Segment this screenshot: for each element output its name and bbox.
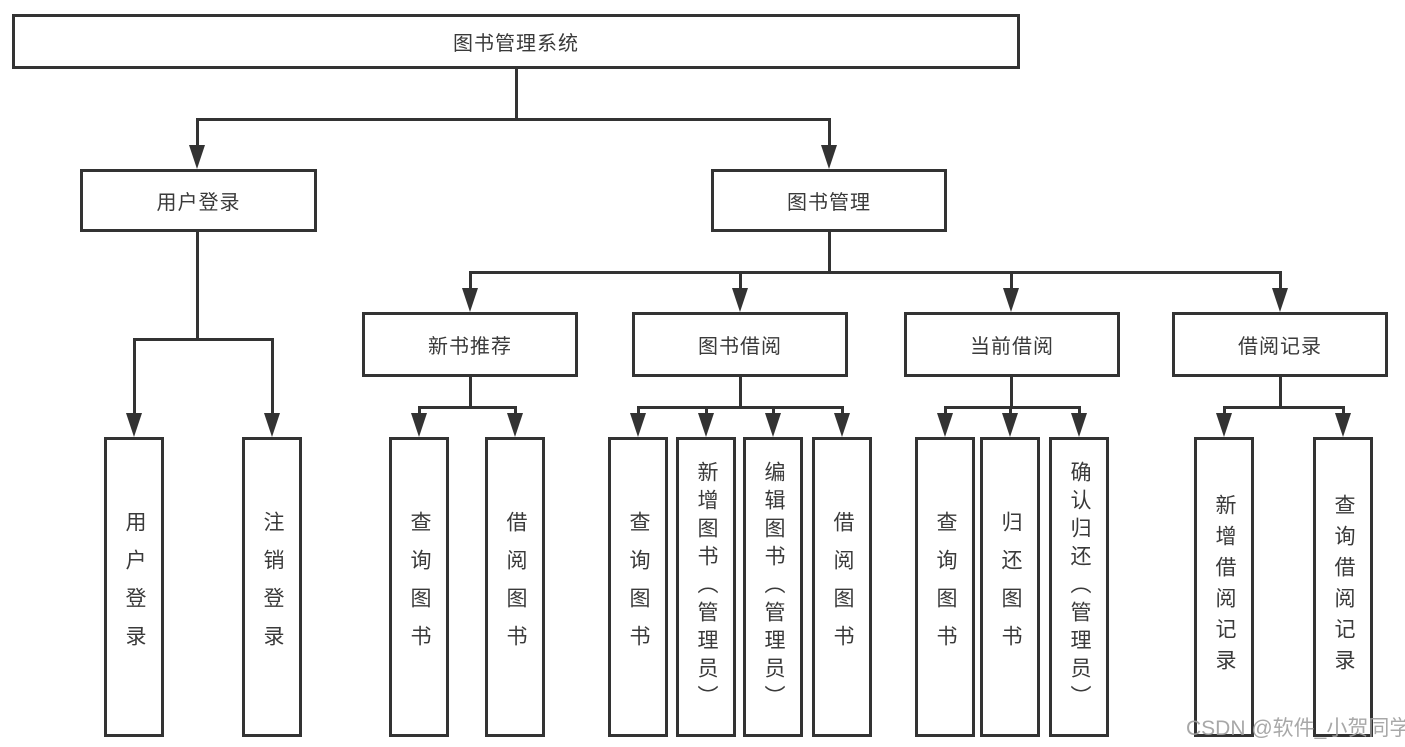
- connector-line: [1279, 271, 1282, 290]
- arrow-down-icon: [698, 413, 714, 437]
- leaf-confirm-return-admin: 确认归还（管理员）: [1049, 437, 1109, 737]
- csdn-watermark: CSDN @软件_小贺同学: [1186, 717, 1405, 740]
- connector-line: [196, 118, 199, 148]
- leaf-logout: 注销登录: [242, 437, 302, 737]
- node-label: 借阅记录: [1238, 336, 1322, 358]
- leaf-label: 归还图书: [999, 511, 1022, 663]
- node-book-management-group: 图书管理: [711, 169, 947, 232]
- connector-line: [469, 377, 472, 406]
- leaf-label: 用户登录: [123, 511, 146, 663]
- connector-line: [1078, 406, 1081, 415]
- arrow-down-icon: [1002, 413, 1018, 437]
- leaf-label: 新增借阅记录: [1213, 494, 1236, 680]
- connector-line: [133, 338, 274, 341]
- arrow-down-icon: [264, 413, 280, 437]
- arrow-down-icon: [1071, 413, 1087, 437]
- node-new-book-recommendation: 新书推荐: [362, 312, 578, 377]
- arrow-down-icon: [834, 413, 850, 437]
- node-book-borrowing: 图书借阅: [632, 312, 848, 377]
- arrow-down-icon: [630, 413, 646, 437]
- leaf-label: 借阅图书: [831, 511, 854, 663]
- node-label: 新书推荐: [428, 336, 512, 358]
- node-library-management-system: 图书管理系统: [12, 14, 1020, 69]
- leaf-query-books-current: 查询图书: [915, 437, 975, 737]
- node-current-borrowing: 当前借阅: [904, 312, 1120, 377]
- leaf-query-borrow-record: 查询借阅记录: [1313, 437, 1373, 737]
- connector-line: [469, 271, 1282, 274]
- leaf-label: 查询借阅记录: [1332, 494, 1355, 680]
- connector-line: [1342, 406, 1345, 415]
- leaf-query-books-recommend: 查询图书: [389, 437, 449, 737]
- connector-line: [828, 118, 831, 148]
- connector-line: [705, 406, 708, 415]
- leaf-add-borrow-record: 新增借阅记录: [1194, 437, 1254, 737]
- node-label: 图书借阅: [698, 336, 782, 358]
- arrow-down-icon: [189, 145, 205, 169]
- leaf-label: 借阅图书: [504, 511, 527, 663]
- connector-line: [739, 271, 742, 290]
- connector-line: [196, 232, 199, 338]
- connector-line: [637, 406, 843, 409]
- node-label: 当前借阅: [970, 336, 1054, 358]
- leaf-label: 注销登录: [261, 511, 284, 663]
- node-user-login-group: 用户登录: [80, 169, 317, 232]
- leaf-label: 新增图书（管理员）: [695, 461, 718, 713]
- connector-line: [469, 271, 472, 290]
- connector-line: [828, 232, 831, 274]
- leaf-edit-books-admin: 编辑图书（管理员）: [743, 437, 803, 737]
- connector-line: [133, 338, 136, 415]
- arrow-down-icon: [411, 413, 427, 437]
- arrow-down-icon: [765, 413, 781, 437]
- arrow-down-icon: [1216, 413, 1232, 437]
- leaf-label: 确认归还（管理员）: [1068, 461, 1091, 713]
- connector-line: [944, 406, 947, 415]
- leaf-label: 编辑图书（管理员）: [762, 461, 785, 713]
- arrow-down-icon: [1272, 288, 1288, 312]
- arrow-down-icon: [507, 413, 523, 437]
- leaf-add-books-admin: 新增图书（管理员）: [676, 437, 736, 737]
- node-label: 图书管理: [787, 192, 871, 214]
- connector-line: [637, 406, 640, 415]
- arrow-down-icon: [937, 413, 953, 437]
- connector-line: [1279, 377, 1282, 406]
- arrow-down-icon: [126, 413, 142, 437]
- connector-line: [271, 338, 274, 415]
- arrow-down-icon: [821, 145, 837, 169]
- arrow-down-icon: [1335, 413, 1351, 437]
- connector-line: [196, 118, 831, 121]
- arrow-down-icon: [732, 288, 748, 312]
- connector-line: [772, 406, 775, 415]
- connector-line: [418, 406, 421, 415]
- arrow-down-icon: [1003, 288, 1019, 312]
- leaf-user-login: 用户登录: [104, 437, 164, 737]
- connector-line: [739, 377, 742, 406]
- connector-line: [1223, 406, 1226, 415]
- leaf-label: 查询图书: [627, 511, 650, 663]
- connector-line: [1010, 377, 1013, 406]
- node-borrowing-records: 借阅记录: [1172, 312, 1388, 377]
- leaf-borrow-books: 借阅图书: [812, 437, 872, 737]
- connector-line: [514, 406, 517, 415]
- leaf-label: 查询图书: [408, 511, 431, 663]
- leaf-return-books: 归还图书: [980, 437, 1040, 737]
- connector-line: [1223, 406, 1344, 409]
- connector-line: [515, 69, 518, 118]
- connector-line: [418, 406, 517, 409]
- arrow-down-icon: [462, 288, 478, 312]
- connector-line: [944, 406, 1080, 409]
- leaf-label: 查询图书: [934, 511, 957, 663]
- leaf-query-books-borrowing: 查询图书: [608, 437, 668, 737]
- connector-line: [841, 406, 844, 415]
- leaf-borrow-books-recommend: 借阅图书: [485, 437, 545, 737]
- node-label: 用户登录: [156, 192, 241, 214]
- connector-line: [1010, 271, 1013, 290]
- root-label: 图书管理系统: [453, 33, 579, 55]
- connector-line: [1009, 406, 1012, 415]
